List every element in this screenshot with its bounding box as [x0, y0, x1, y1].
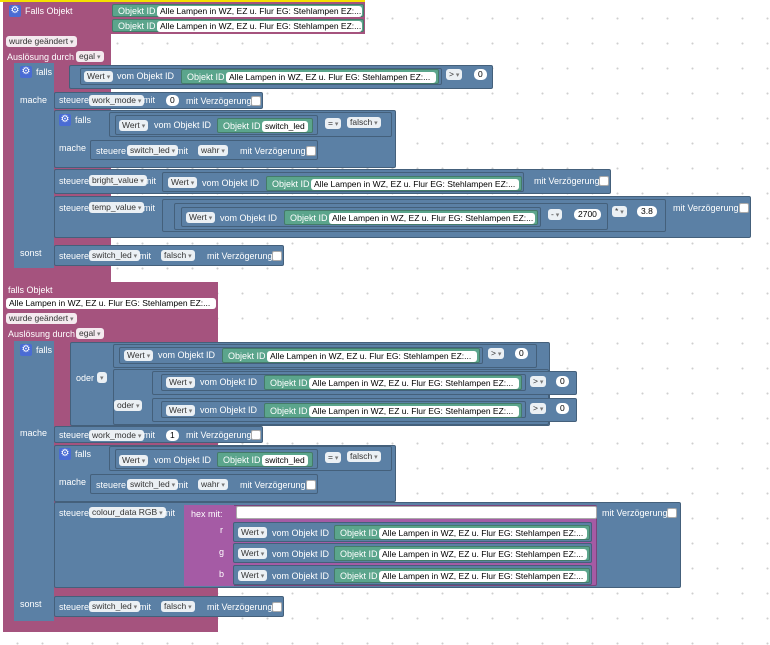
if-block-1[interactable]	[14, 63, 54, 268]
delay-checkbox[interactable]	[272, 602, 282, 612]
objekt-id-value[interactable]: Alle Lampen in WZ, EZ u. Flur EG: Stehla…	[157, 6, 362, 17]
objekt-id-value[interactable]: Alle Lampen in WZ, EZ u. Flur EG: Stehla…	[157, 21, 362, 32]
hex-empty-slot[interactable]	[236, 506, 597, 519]
delay-checkbox[interactable]	[251, 96, 261, 106]
objekt-id-block-1a[interactable]: Objekt ID Alle Lampen in WZ, EZ u. Flur …	[112, 4, 364, 17]
objekt-id-block[interactable]: Objekt ID Alle Lampen in WZ, EZ u. Flur …	[264, 375, 522, 390]
oder-dropdown[interactable]	[97, 372, 107, 383]
delay-checkbox[interactable]	[739, 203, 749, 213]
number-input[interactable]: 0	[166, 95, 179, 106]
hex-block-rows[interactable]	[184, 505, 234, 586]
gear-icon[interactable]: ⚙	[59, 114, 71, 126]
gear-icon[interactable]: ⚙	[9, 5, 21, 17]
objekt-id-block[interactable]: Objekt ID Alle Lampen in WZ, EZ u. Flur …	[264, 403, 522, 418]
objekt-id-value[interactable]: Alle Lampen in WZ, EZ u. Flur EG: Stehla…	[6, 298, 216, 309]
if-block-2[interactable]	[14, 341, 54, 621]
falls-objekt-label: Falls Objekt	[25, 6, 73, 16]
selection-highlight	[0, 0, 365, 2]
objekt-id-block[interactable]: Objekt ID switch_led	[217, 452, 313, 467]
gear-icon[interactable]: ⚙	[59, 448, 71, 460]
number-input[interactable]: 0	[474, 69, 487, 80]
delay-checkbox[interactable]	[306, 146, 316, 156]
minus-dropdown[interactable]: -	[548, 209, 563, 220]
wert-dropdown[interactable]: Wert	[84, 71, 114, 82]
objekt-id-block-1b[interactable]: Objekt ID Alle Lampen in WZ, EZ u. Flur …	[112, 19, 364, 32]
ausloesung-dropdown[interactable]: egal	[76, 51, 104, 62]
boolean-dropdown[interactable]: falsch	[347, 117, 381, 128]
variable-dropdown[interactable]: work_mode	[89, 95, 145, 106]
trigger-dropdown[interactable]: wurde geändert	[6, 36, 77, 47]
objekt-id-block[interactable]: Objekt ID Alle Lampen in WZ, EZ u. Flur …	[181, 69, 439, 84]
falls-objekt-label: falls Objekt	[8, 285, 53, 295]
gear-icon[interactable]: ⚙	[20, 344, 32, 356]
objekt-id-block[interactable]: Objekt ID switch_led	[217, 118, 313, 133]
ausloesung-label: Auslösung durch	[7, 52, 75, 62]
hex-label: hex mit:	[191, 509, 223, 519]
objekt-id-block[interactable]: Objekt ID Alle Lampen in WZ, EZ u. Flur …	[334, 525, 590, 540]
operator-dropdown[interactable]: *	[612, 206, 627, 217]
operator-dropdown[interactable]: >	[446, 69, 463, 80]
objekt-id-block[interactable]: Objekt ID Alle Lampen in WZ, EZ u. Flur …	[266, 176, 522, 191]
operator-dropdown[interactable]: =	[325, 118, 342, 129]
delay-checkbox[interactable]	[251, 430, 261, 440]
delay-checkbox[interactable]	[599, 176, 609, 186]
number-input[interactable]: 3.8	[637, 206, 657, 217]
objekt-id-block[interactable]: Objekt ID Alle Lampen in WZ, EZ u. Flur …	[334, 568, 590, 583]
delay-checkbox[interactable]	[306, 480, 316, 490]
delay-checkbox[interactable]	[667, 508, 677, 518]
objekt-id-block[interactable]: Objekt ID Alle Lampen in WZ, EZ u. Flur …	[284, 210, 538, 225]
objekt-id-block[interactable]: Objekt ID Alle Lampen in WZ, EZ u. Flur …	[334, 546, 590, 561]
number-input[interactable]: 2700	[574, 209, 601, 220]
gear-icon[interactable]: ⚙	[20, 66, 32, 78]
delay-checkbox[interactable]	[272, 251, 282, 261]
oder-dropdown[interactable]: oder	[114, 400, 143, 411]
objekt-id-block[interactable]: Objekt ID Alle Lampen in WZ, EZ u. Flur …	[222, 348, 480, 363]
